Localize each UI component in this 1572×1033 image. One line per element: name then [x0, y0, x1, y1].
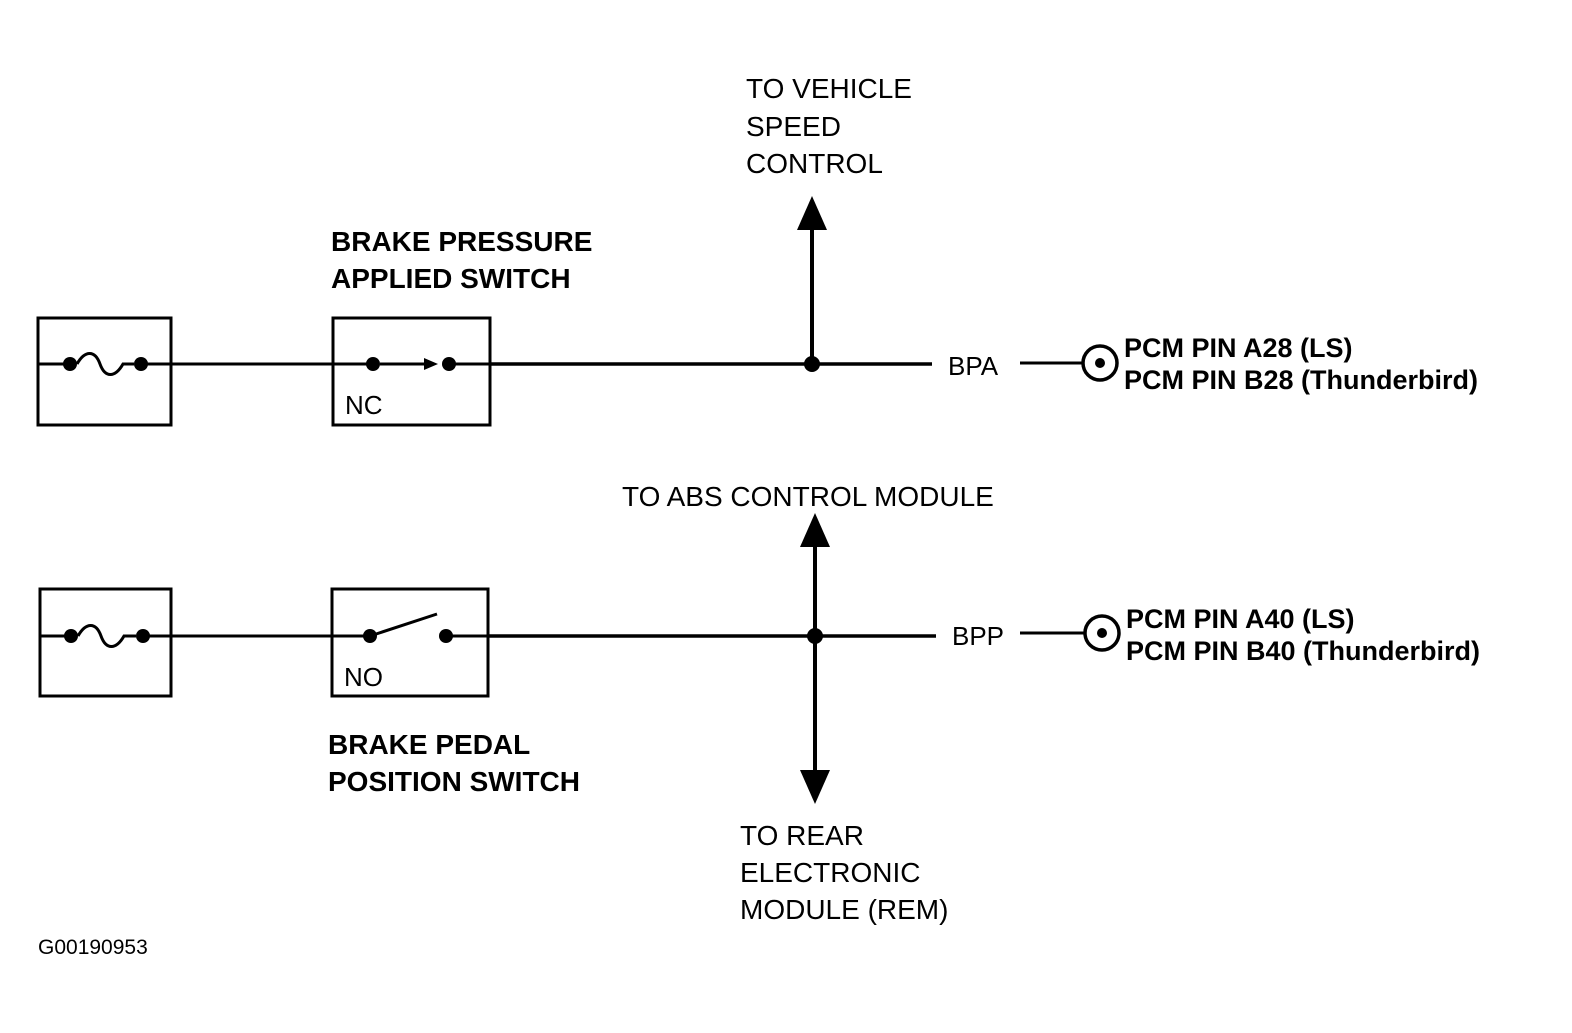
brake-pedal-switch-label-2: POSITION SWITCH [328, 766, 580, 797]
branch-label-abs: TO ABS CONTROL MODULE [622, 481, 994, 512]
brake-pedal-switch-label-1: BRAKE PEDAL [328, 729, 530, 760]
pcm-pin-b40-label: PCM PIN B40 (Thunderbird) [1126, 636, 1480, 666]
brake-pressure-switch-label-1: BRAKE PRESSURE [331, 226, 592, 257]
branch-label-speed-control-1: TO VEHICLE [746, 73, 912, 104]
pcm-pin-a40-label: PCM PIN A40 (LS) [1126, 604, 1355, 634]
signal-label-bpp: BPP [952, 621, 1004, 651]
arrow-up-icon-speed-control [797, 196, 827, 230]
pcm-pin-a28-label: PCM PIN A28 (LS) [1124, 333, 1353, 363]
brake-pressure-switch-label-2: APPLIED SWITCH [331, 263, 571, 294]
branch-label-speed-control-2: SPEED [746, 111, 841, 142]
pcm-pin-b28-label: PCM PIN B28 (Thunderbird) [1124, 365, 1478, 395]
branch-label-rem-1: TO REAR [740, 820, 864, 851]
brake-pressure-switch-icon [331, 316, 492, 427]
arrow-down-icon-rem [800, 770, 830, 804]
pcm-connector-icon-a28 [1081, 344, 1119, 382]
branch-label-rem-2: ELECTRONIC [740, 857, 920, 888]
fuse-icon-upper [36, 316, 173, 427]
upper-circuit: NC BRAKE PRESSURE APPLIED SWITCH TO VEHI… [36, 73, 1478, 427]
switch-state-nc: NC [345, 390, 383, 420]
figure-id: G00190953 [38, 936, 148, 959]
pcm-connector-icon-a40 [1083, 614, 1121, 652]
arrow-up-icon-abs [800, 513, 830, 547]
branch-label-rem-3: MODULE (REM) [740, 894, 948, 925]
switch-state-no: NO [344, 662, 383, 692]
branch-label-speed-control-3: CONTROL [746, 148, 883, 179]
fuse-icon-lower [38, 587, 173, 698]
signal-label-bpa: BPA [948, 351, 999, 381]
brake-pedal-switch-icon [330, 587, 490, 698]
lower-circuit: NO BRAKE PEDAL POSITION SWITCH TO ABS CO… [38, 481, 1480, 925]
